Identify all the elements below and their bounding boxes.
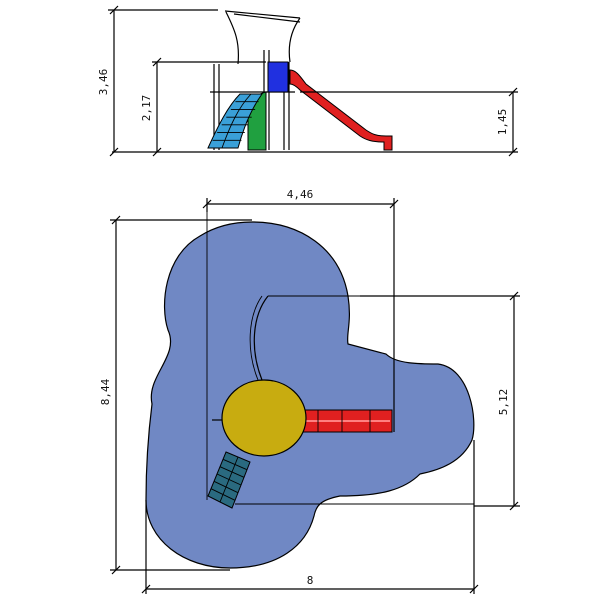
- dim-label-platform-height: 2,17: [140, 95, 153, 122]
- dim-total-height: 3,46: [97, 5, 218, 157]
- dim-total-length: 8,44: [99, 215, 252, 575]
- dim-label-slide-height: 1,45: [496, 109, 509, 136]
- plan-view: 4,46 8,44 5,12 8: [99, 188, 520, 594]
- dim-label-slide-depth: 5,12: [497, 389, 510, 416]
- slide-plan: [299, 409, 393, 433]
- blue-panel: [267, 61, 289, 93]
- dim-total-width: 8: [141, 440, 479, 594]
- dim-slide-depth: 5,12: [360, 291, 520, 511]
- dim-label-frame-width: 4,46: [287, 188, 314, 201]
- side-elevation: 3,46 2,17 1,45: [97, 5, 518, 157]
- platform-plan: [221, 379, 307, 457]
- dim-frame-width: 4,46: [202, 188, 399, 432]
- dim-slide-height: 1,45: [300, 87, 518, 157]
- ladder-rail: [221, 93, 252, 149]
- roof-outline: [224, 10, 301, 65]
- dim-label-total-height: 3,46: [97, 69, 110, 96]
- safety-zone: [145, 221, 475, 569]
- slide-side: [289, 69, 393, 151]
- ladder: [207, 93, 263, 149]
- ladder-plan: [207, 451, 251, 509]
- dim-platform-height: 2,17: [140, 57, 266, 157]
- ladder-plan-rail: [219, 456, 239, 503]
- dim-label-total-width: 8: [307, 574, 314, 587]
- dim-label-total-length: 8,44: [99, 378, 112, 405]
